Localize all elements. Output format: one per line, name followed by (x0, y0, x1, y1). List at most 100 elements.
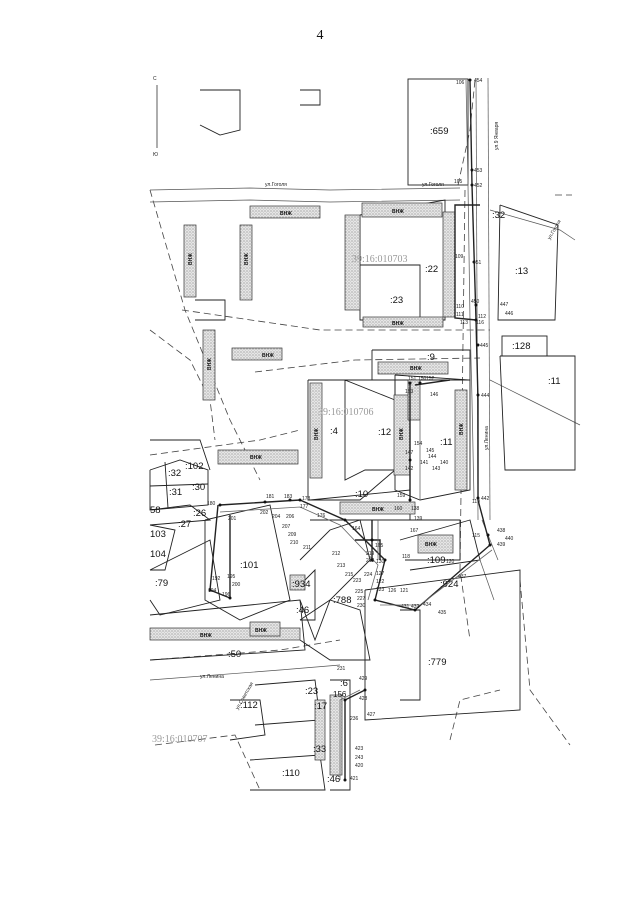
parcel-label: :924 (440, 579, 459, 590)
point-label: 153 (405, 389, 414, 395)
point-label: 105 (454, 179, 463, 185)
point-label: 123 (376, 587, 385, 593)
parcel-label: :6 (340, 678, 348, 689)
parcel-label: :109 (427, 555, 446, 566)
point-label: 141 (420, 460, 429, 466)
point-label: 116 (476, 320, 484, 326)
parcel-label: :23 (390, 295, 403, 306)
point-label: 243 (355, 755, 364, 761)
parcel-label: :9 (427, 352, 435, 363)
building-label: ВНЖ (255, 628, 267, 634)
parcel-label: :101 (240, 560, 259, 571)
point-label: 202 (260, 510, 269, 516)
point-label: 428 (359, 696, 368, 702)
street-lenina-bottom: ул.Ленина (200, 674, 224, 680)
point-label: 444 (481, 393, 490, 399)
parcel-label: :779 (428, 657, 447, 668)
point-label: 154 (414, 441, 423, 447)
survey-points (208, 78, 492, 782)
point-label: 150 (418, 376, 427, 382)
parcel-label: :4 (330, 426, 338, 437)
point-label: 177 (300, 504, 309, 510)
building-label: ВНЖ (188, 253, 194, 265)
point-label: 192 (212, 576, 221, 582)
point-label: 183 (284, 494, 293, 500)
parcel-label: :22 (425, 264, 438, 275)
parcel-label: :30 (192, 482, 205, 493)
point-label: 143 (432, 466, 441, 472)
cadastral-block-middle: 39:16:010706 (318, 407, 374, 418)
point-label: 164 (352, 526, 361, 532)
building-label: ВНЖ (207, 358, 213, 370)
point-labels: 454 106 453 105 452 109 451 450 447 446 … (207, 78, 514, 782)
point-label: 219 (366, 551, 375, 557)
cadastral-block-bottom: 39:16:010707 (152, 734, 208, 745)
point-label: 195 (227, 574, 236, 580)
parcel-label: :128 (512, 341, 531, 352)
point-label: 167 (410, 528, 419, 534)
parcel-label: :659 (430, 126, 449, 137)
parcel-label: :31 (169, 487, 182, 498)
parcel-label: 58 (150, 505, 161, 516)
point-label: 151 (408, 376, 417, 382)
building-label: ВНЖ (250, 455, 262, 461)
parcel-label: :10 (355, 489, 368, 500)
point-label: 180 (207, 501, 216, 507)
building-label: ВНЖ (399, 428, 405, 440)
point-label: 236 (350, 716, 359, 722)
point-label: 144 (428, 454, 437, 460)
building-label: ВНЖ (200, 633, 212, 639)
parcel-label: 104 (150, 549, 166, 560)
point-label: 431 (401, 604, 410, 610)
parcel-label: :27 (178, 519, 191, 530)
point-label: 453 (474, 168, 483, 174)
point-label: 122 (376, 579, 385, 585)
point-label: 218 (366, 558, 375, 564)
street-lenina-vertical: ул.Ленина (484, 426, 490, 450)
point-label: 206 (286, 514, 295, 520)
parcel-label: :934 (292, 579, 311, 590)
parcel-labels: :659 :22 :23 :13 :128 :11 :9 :4 :12 :11 … (150, 126, 561, 785)
point-label: 139 (414, 516, 423, 522)
parcel-label: :112 (240, 700, 258, 711)
point-label: 452 (474, 183, 483, 189)
point-label: 445 (480, 343, 489, 349)
building-label: ВНЖ (425, 542, 437, 548)
parcel-label: :32 (168, 468, 181, 479)
parcel-label: :46 (327, 774, 340, 785)
point-label: 110 (456, 304, 464, 310)
point-label: 119 (472, 499, 480, 505)
point-label: 429 (359, 676, 368, 682)
building-labels: ВНЖ ВНЖ ВНЖ ВНЖ ВНЖ ВНЖ ВНЖ ВНЖ ВНЖ ВНЖ … (188, 209, 465, 639)
parcel-label: :33 (313, 744, 326, 755)
point-label: 178 (302, 496, 311, 502)
point-label: 115 (472, 533, 480, 539)
point-label: 118 (402, 554, 410, 560)
parcel-label: :79 (155, 578, 168, 589)
parcel-label: :12 (378, 427, 391, 438)
point-label: 446 (505, 311, 514, 317)
point-label: 223 (353, 578, 362, 584)
point-label: 440 (505, 536, 514, 542)
parcel-label: :23 (305, 686, 318, 697)
point-label: 196 (222, 592, 231, 598)
point-label: 140 (440, 460, 449, 466)
parcel-label: :50 (228, 649, 241, 660)
point-label: 106 (456, 80, 465, 86)
page-number: 4 (316, 28, 324, 43)
parcel-label: :13 (515, 266, 528, 277)
building-label: ВНЖ (392, 321, 404, 327)
point-label: 230 (357, 603, 366, 609)
parcel-label: :110 (282, 768, 300, 779)
point-label: 421 (350, 776, 359, 782)
parcel-label: :102 (185, 461, 204, 472)
point-label: 437 (458, 574, 467, 580)
point-label: 434 (423, 602, 432, 608)
point-label: 209 (288, 532, 297, 538)
street-gogolya-west: ул.Гоголя (265, 182, 287, 188)
block-boundaries (149, 79, 572, 791)
building-label: ВНЖ (459, 423, 465, 435)
building-label: ВНЖ (244, 253, 250, 265)
point-label: 212 (332, 551, 341, 557)
